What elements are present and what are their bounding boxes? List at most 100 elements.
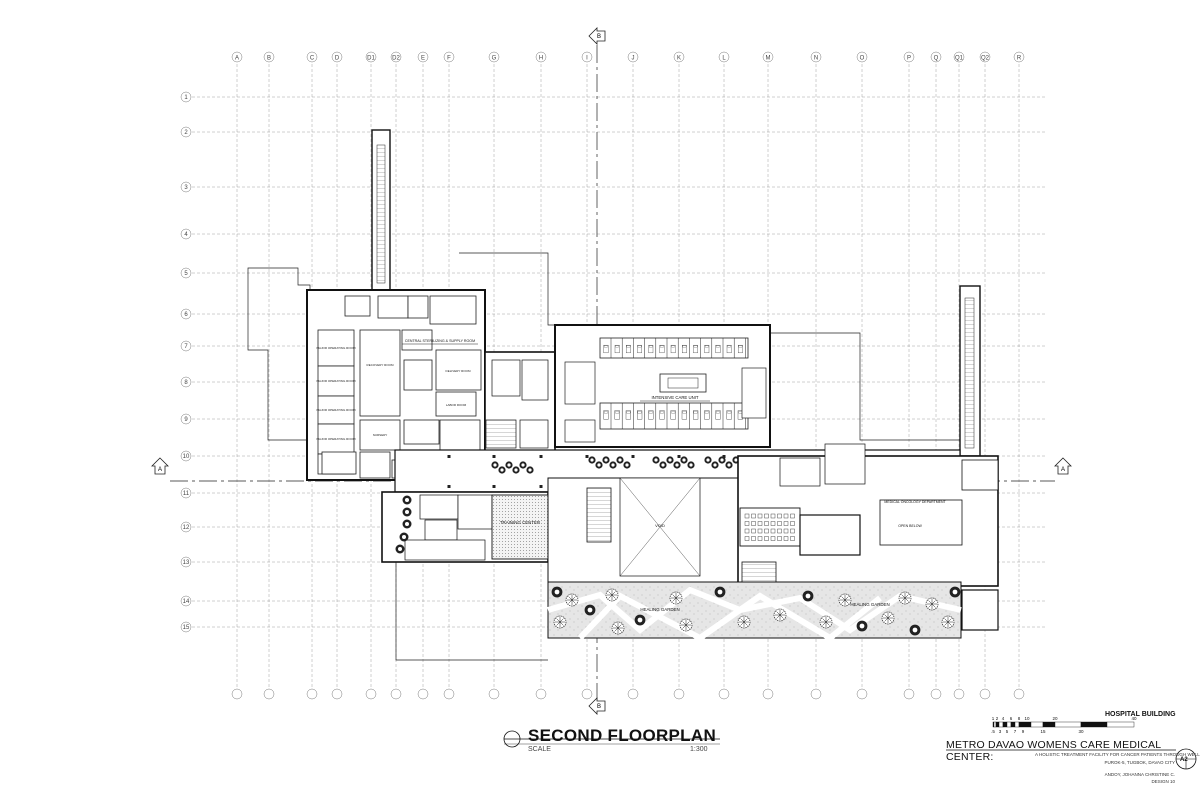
grid-row-label: 4 bbox=[184, 232, 188, 238]
chair bbox=[757, 521, 763, 526]
grid-col-label: J bbox=[632, 56, 635, 62]
structural-column bbox=[447, 485, 451, 488]
room-label: NURSERY bbox=[373, 433, 388, 437]
icu-bed bbox=[659, 410, 665, 420]
room-label-icu: INTENSIVE CARE UNIT bbox=[651, 395, 698, 400]
grid-bubble bbox=[417, 688, 429, 700]
grid-col-label: L bbox=[722, 56, 726, 62]
scale-segment bbox=[1106, 721, 1135, 728]
icu-block: INTENSIVE CARE UNIT bbox=[554, 324, 771, 448]
grid-bubble bbox=[673, 688, 685, 700]
room-label-healing-garden-2: HEALING GARDEN bbox=[850, 602, 889, 607]
garden-tree bbox=[941, 615, 955, 629]
chair bbox=[783, 536, 789, 541]
chair bbox=[744, 521, 750, 526]
scale-tick-label: 6 bbox=[1010, 716, 1013, 721]
section-marker-top: B bbox=[588, 27, 606, 45]
grid-bubble bbox=[231, 688, 243, 700]
icu-bed bbox=[715, 344, 721, 354]
grid-col-label: E bbox=[421, 56, 425, 62]
grid-col-label: Q bbox=[934, 56, 939, 62]
grid-row-label: 11 bbox=[183, 491, 190, 497]
grid-bubble bbox=[180, 308, 192, 320]
scale-segment bbox=[1006, 721, 1012, 728]
grid-bubble bbox=[180, 556, 192, 568]
grid-bubble bbox=[627, 688, 639, 700]
grid-bubble bbox=[535, 688, 547, 700]
icu-bed bbox=[603, 344, 609, 354]
grid-bubble bbox=[180, 228, 192, 240]
grid-bubble bbox=[762, 51, 774, 63]
grid-bubble bbox=[953, 51, 965, 63]
grid-bubble bbox=[180, 91, 192, 103]
icu-bed bbox=[715, 410, 721, 420]
grid-bubble bbox=[180, 376, 192, 388]
planter bbox=[609, 461, 617, 469]
grid-row-label: 15 bbox=[183, 625, 190, 631]
scale-tick-label: 15 bbox=[1040, 729, 1046, 734]
structural-column bbox=[539, 455, 543, 458]
room-label: MAJOR OPERATING ROOM bbox=[317, 346, 356, 350]
grid-bubble bbox=[930, 51, 942, 63]
grid-row-label: 2 bbox=[184, 130, 188, 136]
sheet-marker bbox=[1175, 748, 1197, 770]
grid-row-label: 5 bbox=[184, 271, 188, 277]
grid-bubble bbox=[535, 51, 547, 63]
scale-tick-label: 10 bbox=[1024, 716, 1030, 721]
chair bbox=[764, 513, 769, 519]
grid-bubble bbox=[365, 51, 377, 63]
grid-bubble bbox=[180, 413, 192, 425]
grid-bubble bbox=[180, 521, 192, 533]
grid-col-label: M bbox=[766, 56, 771, 62]
structural-column bbox=[722, 455, 726, 458]
icu-bed bbox=[670, 410, 676, 420]
chair bbox=[790, 528, 795, 534]
chair bbox=[770, 536, 776, 541]
scale-tick-label: 30 bbox=[1078, 729, 1084, 734]
scale-segment bbox=[1018, 721, 1032, 728]
grid-bubble bbox=[180, 621, 192, 633]
project-title: METRO DAVAO WOMENS CARE MEDICAL CENTER: bbox=[946, 739, 1161, 763]
grid-bubble bbox=[263, 51, 275, 63]
grid-bubble bbox=[180, 340, 192, 352]
garden-shrub bbox=[802, 590, 814, 602]
grid-bubble bbox=[331, 688, 343, 700]
planter bbox=[498, 466, 506, 474]
section-label: B bbox=[597, 34, 601, 40]
room-label-healing-garden-1: HEALING GARDEN bbox=[640, 607, 679, 612]
grid-col-label: D2 bbox=[392, 56, 400, 62]
grid-bubble bbox=[1013, 51, 1025, 63]
grid-bubble bbox=[762, 688, 774, 700]
chair bbox=[764, 521, 769, 526]
icu-bed bbox=[693, 410, 699, 420]
grid-bubble bbox=[306, 688, 318, 700]
chair bbox=[751, 528, 756, 534]
garden-tree bbox=[605, 588, 619, 602]
grid-bubble bbox=[718, 51, 730, 63]
void-block: VOID bbox=[547, 477, 739, 583]
chair bbox=[744, 513, 750, 519]
grid-bubble bbox=[180, 267, 192, 279]
scale-label: SCALE bbox=[528, 746, 551, 753]
section-marker-right: A bbox=[1054, 457, 1072, 475]
planter bbox=[687, 461, 695, 469]
icu-bed bbox=[614, 410, 620, 420]
scale-segment bbox=[1054, 721, 1082, 728]
icu-bed bbox=[603, 410, 609, 420]
stair-tower-east bbox=[959, 285, 981, 457]
grid-bubble bbox=[1013, 688, 1025, 700]
grid-bubble bbox=[488, 51, 500, 63]
grid-bubble bbox=[331, 51, 343, 63]
stair-tower-west bbox=[371, 129, 391, 291]
room-label-medical-oncology: MEDICAL ONCOLOGY DEPARTMENT bbox=[884, 500, 946, 504]
grid-bubble bbox=[390, 688, 402, 700]
chair bbox=[757, 513, 763, 519]
room-label: LABOR ROOM bbox=[446, 403, 467, 407]
icu-bed bbox=[682, 344, 687, 354]
chair bbox=[757, 536, 763, 541]
grid-col-label: H bbox=[539, 56, 543, 62]
garden-tree bbox=[881, 611, 895, 625]
grid-col-label: P bbox=[907, 56, 911, 62]
